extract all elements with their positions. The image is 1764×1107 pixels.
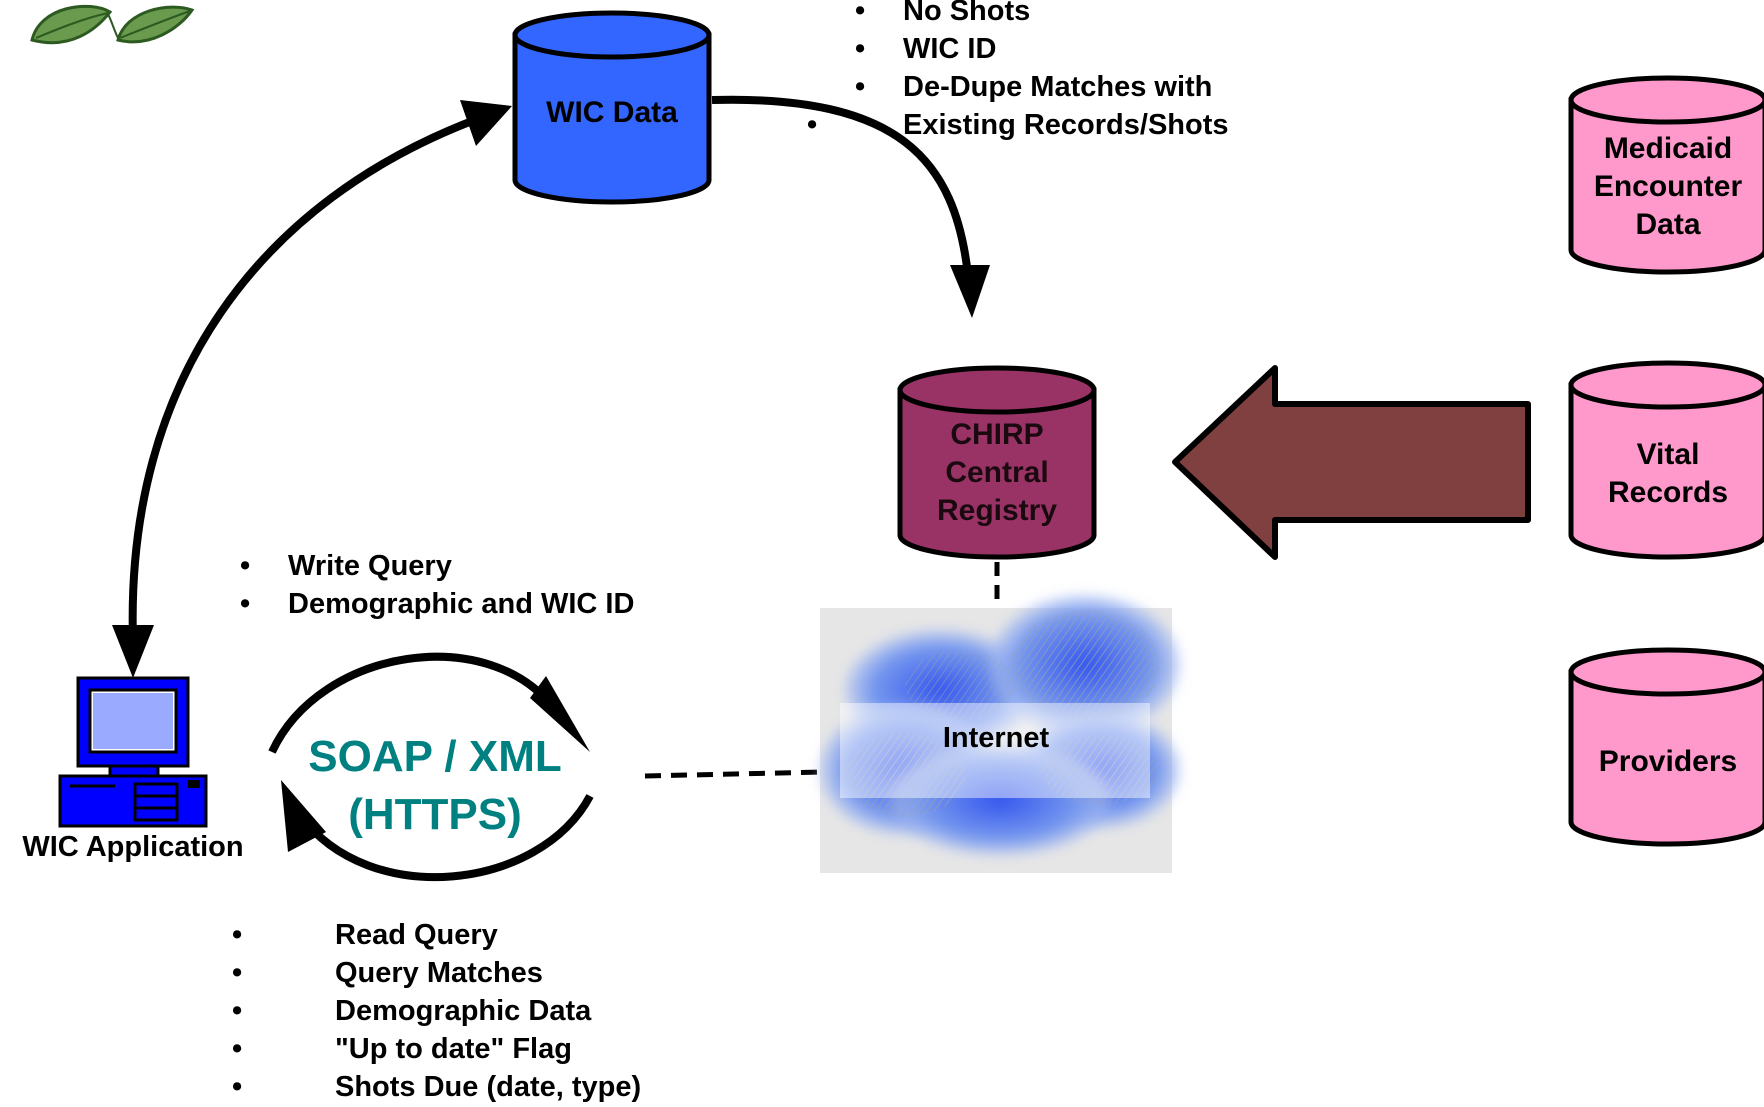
list-item: De-Dupe Matches with bbox=[855, 68, 1229, 106]
soap-response-arrow bbox=[281, 780, 594, 882]
computer-icon bbox=[58, 676, 208, 828]
chirp-label-line-2: Central bbox=[945, 456, 1049, 489]
providers-label: Providers bbox=[1598, 745, 1738, 778]
vital-records-label: Vital Records bbox=[1571, 436, 1764, 512]
wic-data-cylinder bbox=[512, 10, 712, 205]
list-item: WIC ID bbox=[855, 30, 1229, 68]
wic-data-notes-list: No Shots WIC ID De-Dupe Matches with Exi… bbox=[807, 0, 1229, 144]
medicaid-label-line-3: Data bbox=[1635, 208, 1701, 241]
wic-application-label: WIC Application bbox=[22, 831, 244, 863]
chirp-label-line-3: Registry bbox=[936, 494, 1058, 527]
soap-request-arrow bbox=[268, 652, 590, 754]
soap-xml-line-1: SOAP / XML bbox=[308, 732, 562, 781]
list-item: No Shots bbox=[855, 0, 1229, 30]
list-item: Query Matches bbox=[230, 954, 641, 992]
list-item: Demographic and WIC ID bbox=[240, 585, 634, 623]
vital-records-cylinder bbox=[1568, 360, 1764, 560]
medicaid-label: Medicaid Encounter Data bbox=[1571, 130, 1764, 244]
data-feed-arrow bbox=[1172, 365, 1531, 560]
wic-app-wic-data-arrow bbox=[112, 100, 512, 678]
write-query-notes-list: Write Query Demographic and WIC ID bbox=[240, 547, 634, 623]
medicaid-cylinder bbox=[1568, 75, 1764, 275]
list-item: Write Query bbox=[240, 547, 634, 585]
wic-data-label: WIC Data bbox=[546, 96, 678, 129]
list-item: Existing Records/Shots bbox=[807, 106, 1229, 144]
internet-label: Internet bbox=[942, 722, 1050, 754]
soap-xml-line-2: (HTTPS) bbox=[348, 790, 522, 839]
chirp-registry-cylinder bbox=[897, 365, 1097, 560]
list-item: Shots Due (date, type) bbox=[230, 1068, 641, 1106]
chirp-registry-label: CHIRP Central Registry bbox=[900, 416, 1094, 530]
chirp-label-line-1: CHIRP bbox=[950, 418, 1044, 451]
list-item: Demographic Data bbox=[230, 992, 641, 1030]
vital-label-line-2: Records bbox=[1607, 476, 1729, 509]
internet-link-dashed bbox=[644, 769, 824, 779]
leaf-icon bbox=[30, 4, 195, 45]
internet-cloud bbox=[820, 595, 1180, 873]
list-item: "Up to date" Flag bbox=[230, 1030, 641, 1068]
read-query-notes-list: Read Query Query Matches Demographic Dat… bbox=[230, 916, 641, 1106]
vital-label-line-1: Vital bbox=[1636, 438, 1700, 471]
soap-xml-label: SOAP / XML (HTTPS) bbox=[270, 728, 600, 844]
medicaid-label-line-2: Encounter bbox=[1593, 170, 1743, 203]
list-item: Read Query bbox=[230, 916, 641, 954]
providers-cylinder bbox=[1568, 647, 1764, 847]
medicaid-label-line-1: Medicaid bbox=[1603, 132, 1733, 165]
